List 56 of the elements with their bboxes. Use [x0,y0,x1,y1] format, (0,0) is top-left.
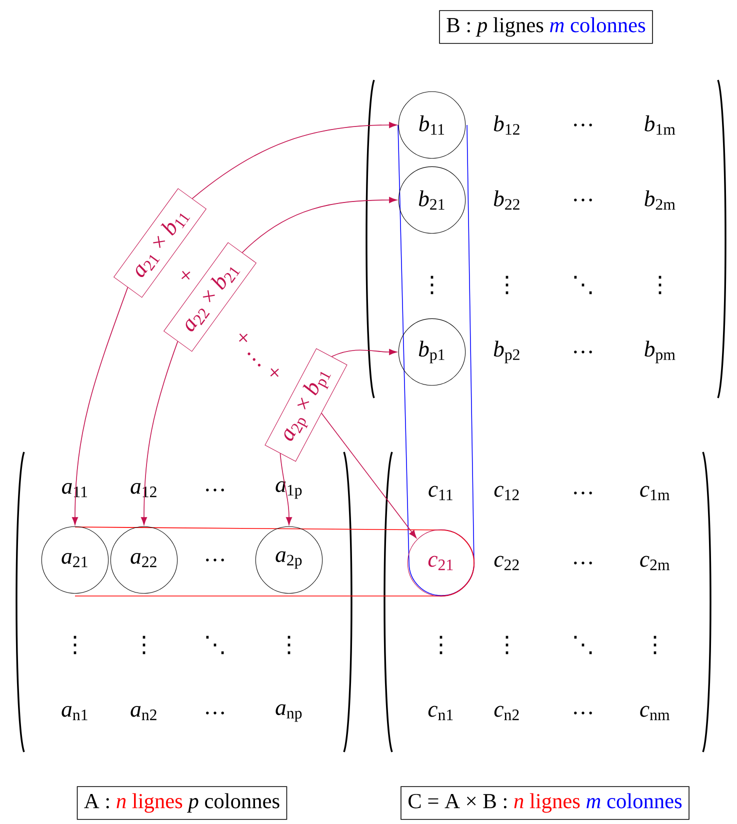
matrix-entry: c$_{2m}$ [640,556,670,570]
matrix-entry: b$_{12}$ [494,115,520,135]
arrow [242,196,398,253]
matrix-entry: c$_{n2}$ [494,706,519,720]
matrix-dots: ⋮ [654,636,656,654]
matrix-dots: ⋮ [506,276,508,294]
matrix-entry: c$_{11}$ [428,486,452,500]
matrix-entry: … [574,492,592,494]
matrix-entry: a$_{np}$ [276,704,302,722]
matrix-entry: a$_{1p}$ [276,481,302,499]
matrix-dots: ⋮ [506,636,508,654]
matrix-entry: c$_{n1}$ [428,706,453,720]
arrow [72,287,128,526]
arrow [331,348,398,357]
circled-entry: a$_{21}$ [41,526,109,594]
circled-entry: a$_{22}$ [110,526,178,594]
matrix-dots: ⋱ [206,636,224,654]
title-box: B : p lignes m colonnes [439,10,653,44]
circled-entry: c$_{21}$ [407,529,475,597]
arrow [192,122,398,199]
arrow [140,341,178,526]
matrix-entry: b$_{22}$ [494,190,520,210]
circled-entry: b$_{21}$ [398,166,466,234]
circled-entry: a$_{2p}$ [255,526,323,594]
matrix-entry: c$_{1m}$ [640,486,670,500]
matrix-entry: c$_{12}$ [494,486,519,500]
matrix-entry: … [206,712,224,714]
matrix-entry: … [206,558,224,562]
matrix-entry: … [574,198,592,202]
matrix-entry: … [574,712,592,714]
matrix-entry: … [574,350,592,354]
matrix-entry: c$_{nm}$ [640,706,670,720]
matrix-entry: b$_{2m}$ [644,190,676,210]
matrix-dots: ⋮ [430,276,434,294]
matrix-entry: b$_{1m}$ [644,115,676,135]
matrix-dots: ⋮ [142,636,146,654]
circled-entry: b$_{11}$ [398,91,466,159]
title-box: A : n lignes p colonnes [76,786,288,820]
arrow [280,453,292,526]
matrix-entry: a$_{n2}$ [130,706,156,720]
arrow [321,412,417,538]
matrix-dots: ⋱ [574,636,592,654]
matrix-entry: a$_{n1}$ [62,706,88,720]
matrix-entry: b$_{pm}$ [644,340,676,364]
matrix-dots: ⋮ [74,636,76,654]
matrix-dots: ⋮ [440,636,442,654]
matrix-dots: ⋮ [288,636,290,654]
matrix-dots: ⋱ [574,276,592,294]
circled-entry: b$_{p1}$ [398,318,466,386]
matrix-entry: … [574,124,592,126]
matrix-entry: b$_{p2}$ [494,340,520,364]
matrix-entry: … [574,562,592,564]
matrix-entry: … [206,488,224,492]
plus-sign: + [181,270,190,280]
title-box: C = A × B : n lignes m colonnes [400,786,690,820]
matrix-dots: ⋮ [658,276,662,294]
